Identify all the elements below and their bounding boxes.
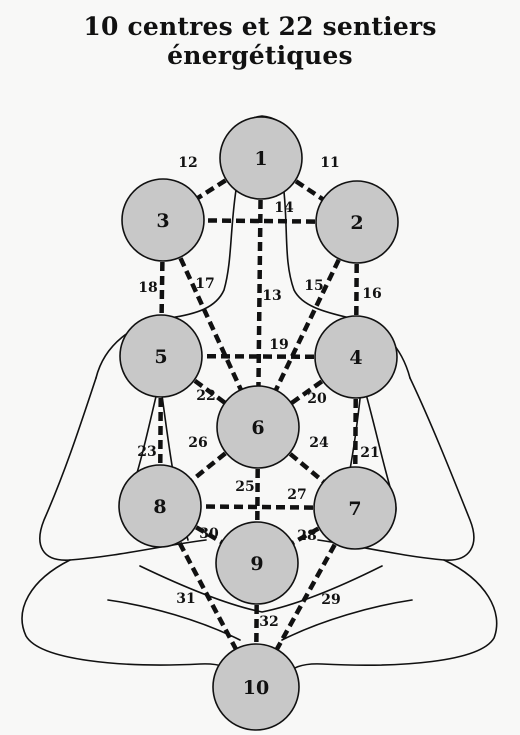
- center-circle-5: [119, 314, 203, 398]
- center-3: 3: [121, 178, 205, 262]
- path-label-27: 27: [287, 487, 306, 503]
- center-1: 1: [219, 116, 303, 200]
- path-label-12: 12: [178, 155, 197, 171]
- path-label-23: 23: [137, 444, 156, 460]
- center-circle-10: [212, 643, 300, 731]
- path-label-32: 32: [259, 614, 278, 630]
- center-9: 9: [215, 521, 299, 605]
- center-circle-8: [118, 464, 202, 548]
- center-label-2: 2: [350, 212, 363, 234]
- center-circle-1: [219, 116, 303, 200]
- center-7: 7: [313, 466, 397, 550]
- path-label-17: 17: [195, 276, 214, 292]
- path-label-30: 30: [199, 526, 219, 542]
- page-title: 10 centres et 22 sentiers énergétiques: [83, 12, 437, 70]
- path-label-14: 14: [274, 200, 294, 216]
- center-label-6: 6: [251, 417, 264, 439]
- path-label-24: 24: [309, 435, 329, 451]
- left-arm-outline: [39, 377, 207, 561]
- path-line-21: [352, 356, 359, 509]
- center-label-5: 5: [154, 346, 167, 368]
- path-label-25: 25: [235, 479, 254, 495]
- center-label-10: 10: [243, 677, 269, 699]
- right-shin-outline: [281, 599, 413, 641]
- center-4: 4: [314, 315, 398, 399]
- center-label-1: 1: [254, 148, 267, 170]
- path-label-18: 18: [138, 280, 157, 296]
- path-label-21: 21: [360, 445, 379, 461]
- center-6: 6: [216, 385, 300, 469]
- path-label-31: 31: [176, 591, 195, 607]
- lap-outline: [139, 565, 383, 613]
- center-circle-3: [121, 178, 205, 262]
- center-10: 10: [212, 643, 300, 731]
- right-arm-outline: [317, 377, 475, 561]
- center-circle-4: [314, 315, 398, 399]
- path-label-28: 28: [297, 528, 316, 544]
- path-label-26: 26: [188, 435, 207, 451]
- center-8: 8: [118, 464, 202, 548]
- path-label-20: 20: [307, 391, 327, 407]
- right-leg-outline: [285, 559, 498, 677]
- center-label-4: 4: [349, 347, 362, 369]
- path-line-23: [157, 355, 164, 507]
- center-label-8: 8: [153, 496, 166, 518]
- path-label-22: 22: [196, 388, 215, 404]
- center-5: 5: [119, 314, 203, 398]
- center-label-9: 9: [250, 553, 263, 575]
- path-label-15: 15: [304, 278, 323, 294]
- center-circle-9: [215, 521, 299, 605]
- center-circle-6: [216, 385, 300, 469]
- center-2: 2: [315, 180, 399, 264]
- path-label-19: 19: [269, 337, 288, 353]
- path-label-16: 16: [362, 286, 381, 302]
- path-label-29: 29: [321, 592, 340, 608]
- center-label-7: 7: [348, 498, 361, 520]
- path-label-11: 11: [320, 155, 339, 171]
- center-label-3: 3: [156, 210, 169, 232]
- path-line-13: [255, 157, 264, 428]
- center-circle-7: [313, 466, 397, 550]
- left-leg-outline: [21, 559, 237, 677]
- path-label-13: 13: [262, 288, 281, 304]
- center-circle-2: [315, 180, 399, 264]
